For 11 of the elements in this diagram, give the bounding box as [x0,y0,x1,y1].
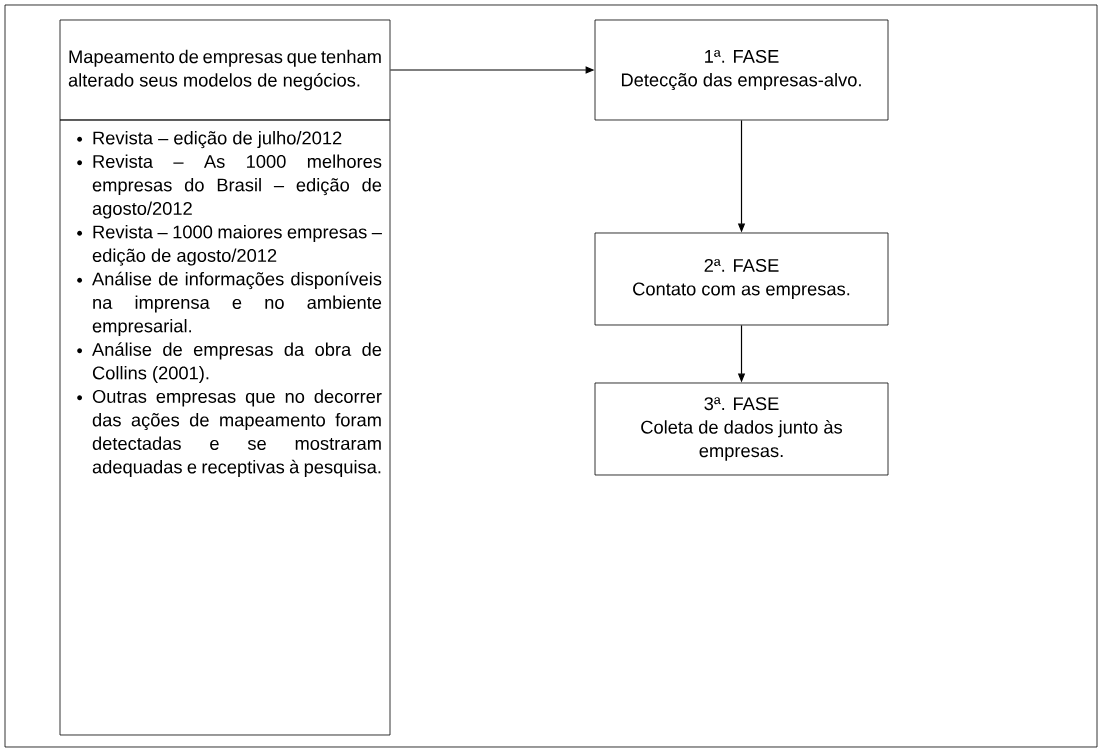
phase-box: 1ª. FASE Detecção das empresas-alvo. [594,19,889,121]
list-item: Revista – As 1000 melhores empresas do Brasil – edição de agosto/2012 [77,154,382,219]
list-item: Revista – 1000 maiores empresas – edição de agosto/2012 [77,225,382,266]
phase-box: 3ª. FASE Coleta de dados junto às empresas. [594,382,889,476]
list-item: Revista – edição de julho/2012 [77,131,342,149]
list-item: Análise de empresas da obra de Collins (2001). [77,342,382,384]
phase-box: 2ª. FASE Contato com as empresas. [594,232,889,326]
list-item: Análise de informações disponíveis na imprensa e no ambiente empresarial. [77,271,382,337]
process-box: Mapeamento de empresas que tenham alterado seus modelos de negócios. [59,19,391,121]
source-list-box [59,119,391,736]
list-item: Outras empresas que no decorrer das ações de mapeamento foram detectadas e se mostraram adequadas e receptivas à pesquisa. [77,389,382,478]
